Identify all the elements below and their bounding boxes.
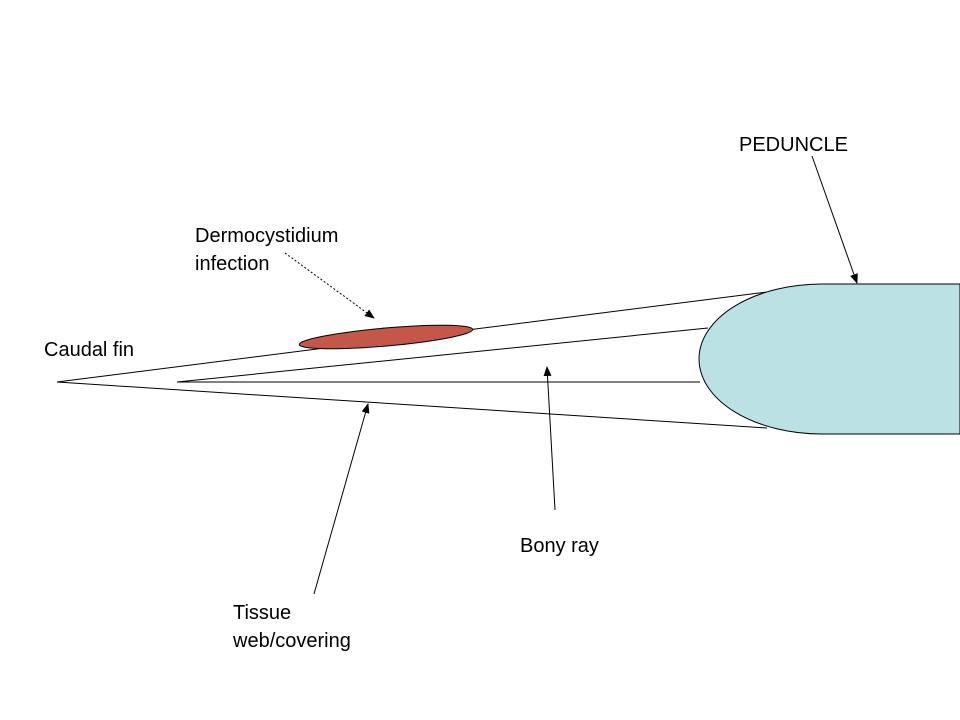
fin-lower-edge xyxy=(56,381,768,429)
tissue-label: Tissue web/covering xyxy=(233,599,351,655)
bony-ray-upper xyxy=(176,327,709,383)
peduncle-label: PEDUNCLE xyxy=(739,131,848,159)
tissue-label-line1: Tissue xyxy=(233,602,292,624)
tissue-label-line2: web/covering xyxy=(233,630,351,652)
infection-label: Dermocystidium infection xyxy=(195,222,338,278)
peduncle-shape xyxy=(698,283,960,435)
tissue-arrow xyxy=(313,403,370,595)
caudal-fin-label: Caudal fin xyxy=(44,336,134,364)
bony-ray-label: Bony ray xyxy=(520,532,599,560)
bony-ray-label-text: Bony ray xyxy=(520,535,599,557)
caudal-fin-label-text: Caudal fin xyxy=(44,339,135,361)
peduncle-label-text: PEDUNCLE xyxy=(739,134,848,156)
infection-label-line1: Dermocystidium xyxy=(195,225,339,247)
bony-ray-arrow xyxy=(543,366,556,511)
infection-label-line2: infection xyxy=(195,253,270,275)
infection-lesion xyxy=(298,324,474,350)
peduncle-arrow xyxy=(811,155,858,284)
